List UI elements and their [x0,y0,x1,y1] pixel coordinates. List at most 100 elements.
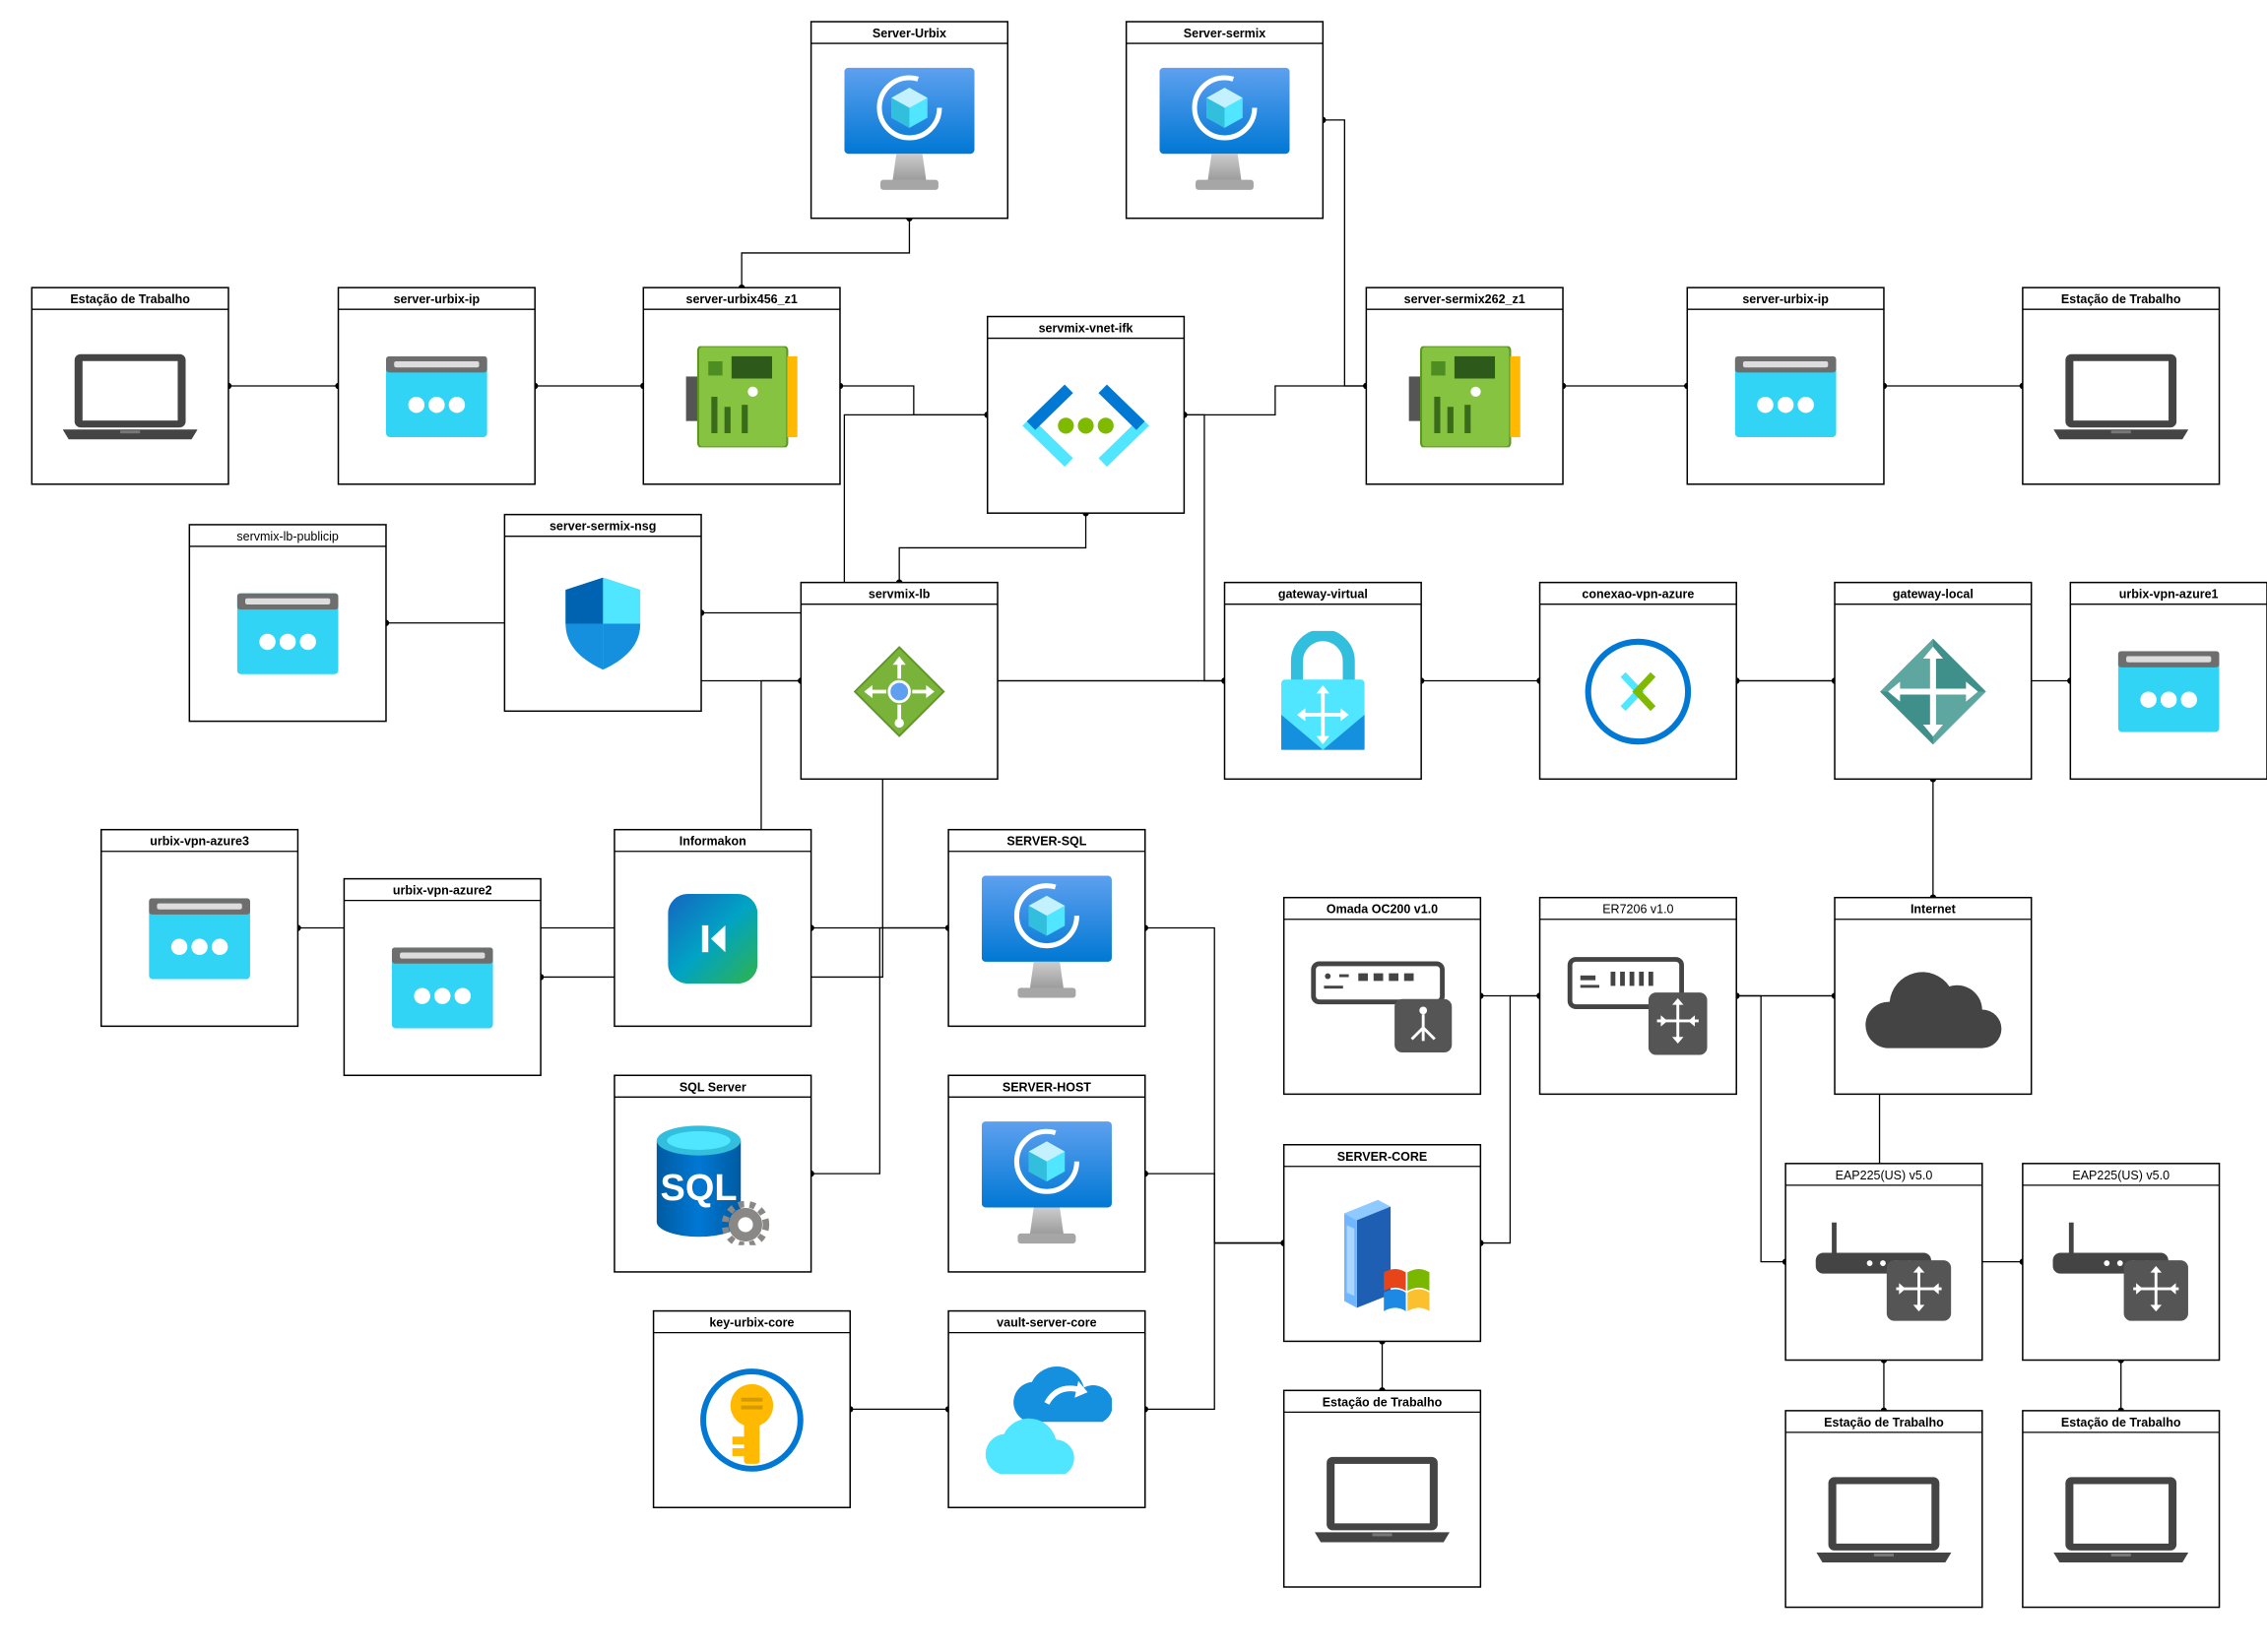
node-label: server-urbix456_z1 [686,292,798,306]
connection-line [1181,382,1370,418]
connection-line [1379,1338,1386,1394]
node-informakon[interactable]: Informakon [614,828,812,1028]
node-vpn-azure1[interactable]: urbix-vpn-azure1 [2069,581,2267,781]
connection-line [1320,116,1370,390]
node-label: SQL Server [680,1080,746,1094]
node-label: Internet [1911,903,1957,917]
node-label: server-sermix-nsg [550,520,656,534]
node-internet[interactable]: Internet [1834,896,2033,1096]
laptop-icon [1315,1456,1450,1543]
node-vpn-azure2[interactable]: urbix-vpn-azure2 [343,877,542,1077]
key-icon [703,1371,801,1469]
connection-line [1181,412,1228,684]
connection-icon [1588,642,1688,741]
connection-line [836,382,991,418]
informakon-app-icon [668,894,758,985]
node-label: gateway-virtual [1278,588,1368,602]
node-omada[interactable]: Omada OC200 v1.0 [1282,896,1482,1096]
node-sql-server[interactable]: SQL Server [614,1074,812,1273]
public-ip-icon [2117,651,2220,732]
node-ws-eap-left[interactable]: Estação de Trabalho [1784,1410,1983,1609]
connection-line [1141,1170,1287,1246]
node-label: server-sermix262_z1 [1404,292,1525,306]
node-label: servmix-lb-publicip [236,530,339,543]
node-frame [986,315,1186,514]
node-label: urbix-vpn-azure1 [2119,588,2219,602]
node-label: Omada OC200 v1.0 [1327,903,1438,917]
connection-line [1929,776,1937,901]
node-label: urbix-vpn-azure2 [393,884,492,898]
node-ws-left[interactable]: Estação de Trabalho [31,286,229,485]
node-ws-eap-right[interactable]: Estação de Trabalho [2022,1410,2221,1609]
node-nic-sermix[interactable]: server-sermix262_z1 [1365,286,1564,485]
node-label: Estação de Trabalho [2061,292,2181,306]
node-server-host[interactable]: SERVER-HOST [947,1074,1146,1273]
node-lb-publicip[interactable]: servmix-lb-publicip [188,524,387,723]
node-label: Estação de Trabalho [70,292,190,306]
node-label: SERVER-SQL [1006,835,1086,849]
connection-line [1141,1239,1287,1413]
node-label: gateway-local [1893,588,1974,602]
connection-line [532,382,647,390]
node-gateway-local[interactable]: gateway-local [1834,581,2033,781]
connection-line [1477,992,1543,1246]
node-label: server-urbix-ip [394,292,481,306]
node-label: urbix-vpn-azure3 [150,835,249,849]
node-nic-urbix[interactable]: server-urbix456_z1 [642,286,841,485]
node-label: SERVER-HOST [1003,1080,1091,1094]
node-urbix-ip-left[interactable]: server-urbix-ip [337,286,536,485]
connection-line [895,509,1089,586]
node-label: vault-server-core [997,1316,1096,1330]
node-ws-core[interactable]: Estação de Trabalho [1282,1389,1482,1588]
laptop-icon [2053,1477,2189,1563]
connection-line [738,215,913,291]
node-server-sql[interactable]: SERVER-SQL [947,828,1146,1028]
node-label: conexao-vpn-azure [1582,588,1694,602]
node-label: Server-sermix [1184,27,1265,40]
node-label: key-urbix-core [709,1316,794,1330]
node-label: servmix-vnet-ifk [1039,322,1134,336]
node-urbix-ip-right[interactable]: server-urbix-ip [1686,286,1885,485]
connection-line [1559,382,1691,390]
node-label: SERVER-CORE [1337,1150,1427,1164]
laptop-icon [1816,1477,1952,1563]
node-server-core[interactable]: SERVER-CORE [1282,1143,1482,1343]
public-ip-icon [1734,355,1837,438]
node-lb[interactable]: servmix-lb [800,581,999,781]
nic-icon [1407,346,1522,448]
laptop-icon [2053,353,2189,440]
node-eap-left[interactable]: EAP225(US) v5.0 [1784,1163,1983,1362]
public-ip-icon [149,898,250,980]
node-label: servmix-lb [869,588,931,602]
node-vault[interactable]: vault-server-core [947,1309,1146,1508]
node-ws-right[interactable]: Estação de Trabalho [2022,286,2221,485]
node-vpn-azure3[interactable]: urbix-vpn-azure3 [100,828,299,1028]
node-label: Estação de Trabalho [1323,1395,1443,1409]
connection-line [1417,677,1543,684]
public-ip-icon [391,947,493,1029]
connection-line [225,382,342,390]
node-label: EAP225(US) v5.0 [1836,1169,1933,1182]
node-label: Estação de Trabalho [1824,1416,1944,1430]
node-er7206[interactable]: ER7206 v1.0 [1538,896,1737,1096]
connection-line [1880,1357,1888,1415]
node-server-sermix[interactable]: Server-sermix [1125,21,1325,220]
node-label: ER7206 v1.0 [1602,903,1673,917]
connection-line [1733,992,1789,1265]
node-label: server-urbix-ip [1742,292,1829,306]
connection-line [808,924,952,1177]
node-nsg[interactable]: server-sermix-nsg [503,513,702,713]
node-conexao-vpn[interactable]: conexao-vpn-azure [1538,581,1737,781]
node-eap-right[interactable]: EAP225(US) v5.0 [2022,1163,2221,1362]
node-key-urbix[interactable]: key-urbix-core [652,1309,851,1508]
node-vnet[interactable]: servmix-vnet-ifk [986,315,1186,514]
node-gateway-virtual[interactable]: gateway-virtual [1223,581,1422,781]
laptop-icon [62,353,198,440]
node-server-urbix[interactable]: Server-Urbix [810,21,1009,220]
connection-line [847,1406,952,1413]
connection-line [1880,382,2027,390]
node-label: Server-Urbix [873,27,946,40]
public-ip-icon [385,355,487,438]
